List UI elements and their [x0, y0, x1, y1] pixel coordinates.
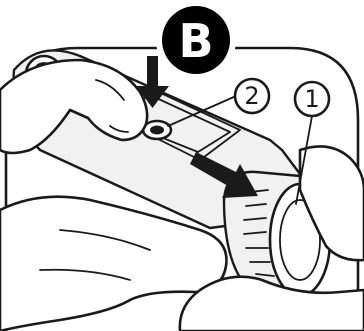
callout-2-leader	[167, 95, 237, 127]
svg-text:1: 1	[304, 85, 319, 113]
slide-arrow	[190, 152, 258, 198]
callout-1-leader	[295, 115, 313, 205]
callout-2: 2	[233, 77, 271, 115]
svg-text:B: B	[178, 14, 213, 68]
lower-hand	[0, 145, 364, 331]
left-hand	[0, 58, 149, 155]
callout-1: 1	[293, 80, 331, 118]
svg-text:2: 2	[244, 82, 259, 110]
step-badge: B	[156, 0, 236, 80]
press-arrow	[136, 56, 169, 108]
